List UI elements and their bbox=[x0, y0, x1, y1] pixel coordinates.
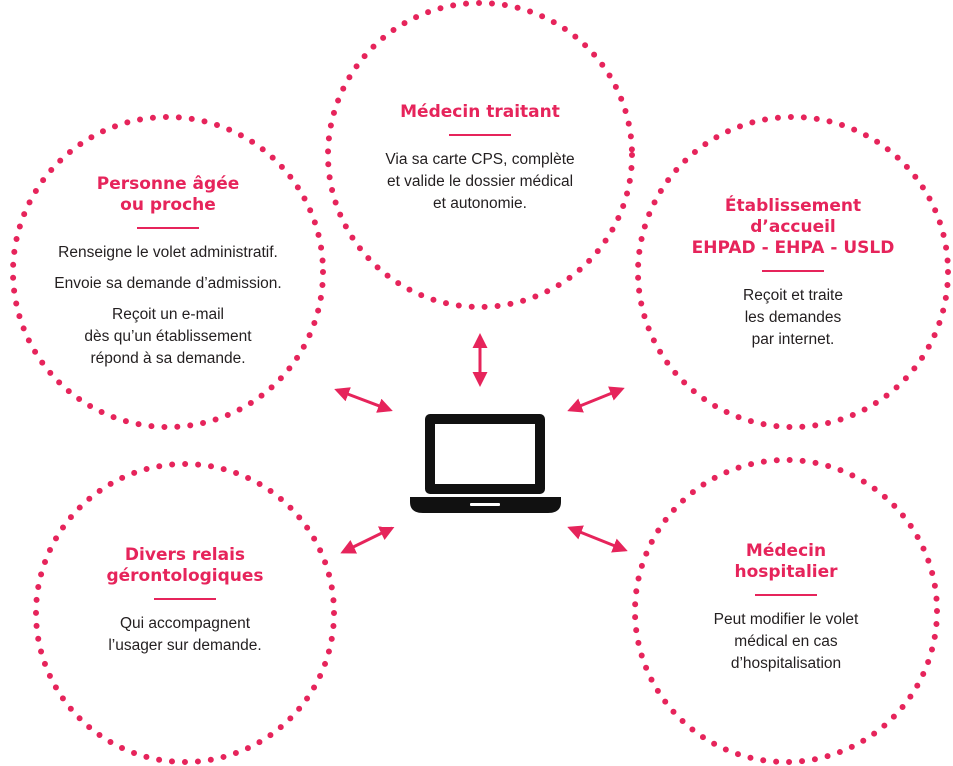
circle-medecin-hospitalier bbox=[632, 457, 940, 765]
node-relais-gerontologiques: Divers relais gérontologiques Qui accomp… bbox=[35, 545, 335, 657]
node-title: Divers relais gérontologiques bbox=[35, 545, 335, 587]
node-title: Médecin traitant bbox=[330, 102, 630, 123]
description-line: dès qu’un établissement bbox=[84, 328, 252, 345]
title-line: Établissement bbox=[724, 196, 862, 216]
description-line: l’usager sur demande. bbox=[108, 637, 262, 654]
description-line: d’hospitalisation bbox=[730, 655, 842, 672]
circle-personne-agee bbox=[10, 114, 326, 430]
circle-medecin-traitant bbox=[325, 0, 635, 310]
title-line: Médecin traitant bbox=[400, 102, 560, 122]
arrow-etablissement bbox=[567, 386, 625, 413]
title-divider bbox=[137, 227, 199, 229]
description-line: Reçoit un e-mail bbox=[112, 306, 224, 323]
circle-relais bbox=[33, 461, 337, 765]
node-title: Personne âgée ou proche bbox=[18, 174, 318, 216]
title-line: Médecin bbox=[745, 541, 827, 561]
description-line: et valide le dossier médical bbox=[386, 173, 574, 190]
arrow-relais bbox=[340, 526, 395, 554]
node-description: Via sa carte CPS, complète et valide le … bbox=[330, 149, 630, 215]
description-line: répond à sa demande. bbox=[90, 350, 246, 367]
description-line: Via sa carte CPS, complète bbox=[385, 151, 575, 168]
title-divider bbox=[154, 598, 216, 600]
description-line: les demandes bbox=[744, 309, 842, 326]
laptop-icon bbox=[410, 414, 561, 513]
circle-etablissement bbox=[635, 114, 951, 430]
description-line: par internet. bbox=[751, 331, 835, 348]
node-description: Renseigne le volet administratif. Envoie… bbox=[18, 242, 318, 370]
node-description: Qui accompagnent l’usager sur demande. bbox=[35, 613, 335, 657]
node-medecin-traitant: Médecin traitant Via sa carte CPS, compl… bbox=[330, 102, 630, 215]
description-line: et autonomie. bbox=[433, 195, 527, 212]
description-line: Envoie sa demande d’admission. bbox=[54, 275, 282, 292]
description-line: médical en cas bbox=[734, 633, 838, 650]
node-personne-agee: Personne âgée ou proche Renseigne le vol… bbox=[18, 174, 318, 370]
title-line: d’accueil bbox=[750, 217, 836, 237]
title-line: Personne âgée bbox=[96, 174, 240, 194]
title-line: gérontologiques bbox=[106, 566, 264, 586]
description-line: Peut modifier le volet bbox=[713, 611, 859, 628]
description-line: Qui accompagnent bbox=[119, 615, 251, 632]
node-title: Établissement d’accueil EHPAD - EHPA - U… bbox=[643, 196, 943, 259]
title-divider bbox=[755, 594, 817, 596]
description-line: Reçoit et traite bbox=[743, 287, 843, 304]
node-etablissement-accueil: Établissement d’accueil EHPAD - EHPA - U… bbox=[643, 196, 943, 351]
description-line: Renseigne le volet administratif. bbox=[58, 244, 278, 261]
title-line: ou proche bbox=[120, 195, 216, 215]
node-description: Peut modifier le volet médical en cas d’… bbox=[636, 609, 936, 675]
node-medecin-hospitalier: Médecin hospitalier Peut modifier le vol… bbox=[636, 541, 936, 675]
arrow-personne-agee bbox=[334, 387, 393, 413]
title-line: hospitalier bbox=[734, 562, 838, 582]
node-description: Reçoit et traite les demandes par intern… bbox=[643, 285, 943, 351]
title-divider bbox=[449, 134, 511, 136]
node-title: Médecin hospitalier bbox=[636, 541, 936, 583]
title-line: Divers relais bbox=[124, 545, 246, 565]
arrow-medecin-hospitalier bbox=[567, 525, 628, 553]
title-divider bbox=[762, 270, 824, 272]
title-line: EHPAD - EHPA - USLD bbox=[691, 238, 895, 258]
